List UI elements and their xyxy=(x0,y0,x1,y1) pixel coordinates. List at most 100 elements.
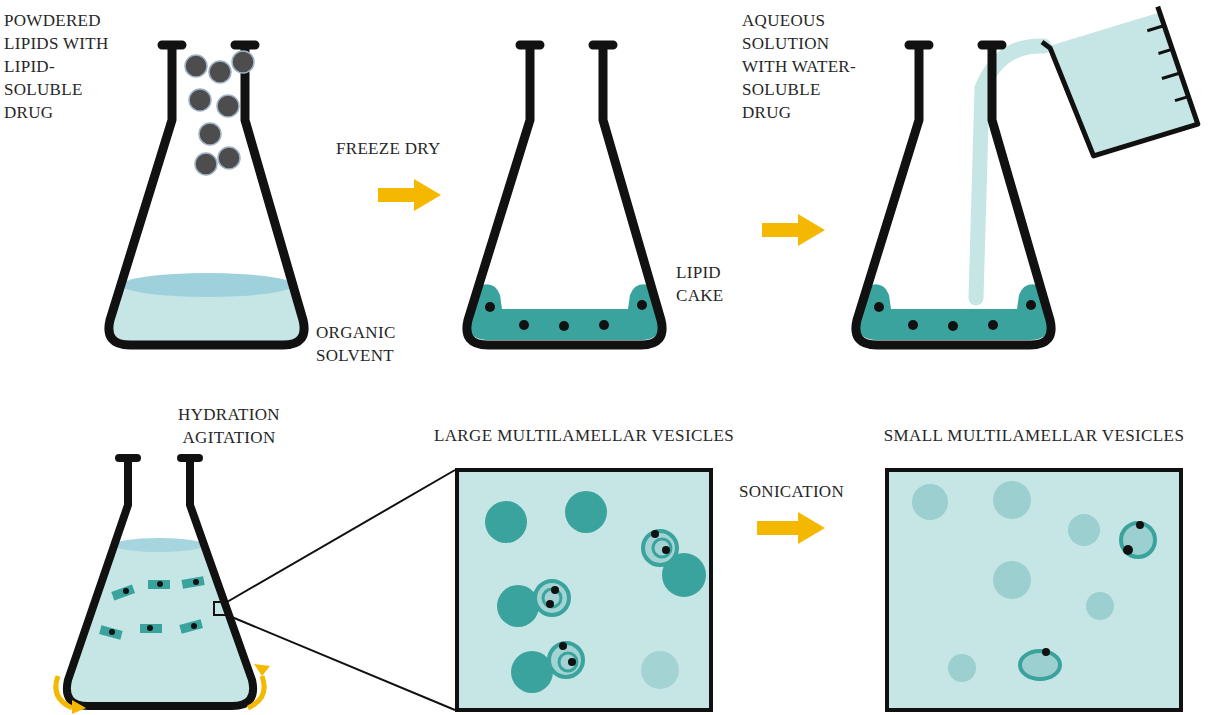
drawing-polygon xyxy=(72,700,86,714)
drawing-circle xyxy=(912,484,948,520)
drawing-rect xyxy=(148,580,170,589)
process-arrow xyxy=(757,512,825,544)
drawing-circle xyxy=(195,153,217,175)
drawing-path xyxy=(56,676,72,708)
drawing-ellipse xyxy=(122,273,294,297)
drawing-circle xyxy=(948,654,976,682)
drawing-rect xyxy=(757,521,799,535)
drawing-rect xyxy=(140,624,162,633)
drawing-path xyxy=(67,545,253,704)
lipid-powder xyxy=(185,51,254,175)
drawing-circle xyxy=(191,623,197,629)
drawing-path xyxy=(1042,5,1198,160)
drawing-circle xyxy=(123,588,129,594)
step-arrow xyxy=(762,214,825,246)
drawing-path xyxy=(1147,25,1188,103)
drawing-circle xyxy=(189,89,211,111)
panel-frame xyxy=(885,468,1183,712)
drawing-circle xyxy=(549,643,583,677)
drawing-circle xyxy=(232,51,254,73)
drawing-use xyxy=(858,284,1049,340)
drawing-circle xyxy=(209,61,231,83)
drawing-circle xyxy=(651,530,659,538)
drawing-use xyxy=(469,284,660,340)
step-label: POWDERED LIPIDS WITH LIPID-SOLUBLE DRUG xyxy=(4,10,122,125)
step-label: HYDRATION AGITATION xyxy=(170,404,288,450)
flask-cake xyxy=(467,45,662,345)
drawing-rect xyxy=(111,584,135,600)
drawing-circle xyxy=(993,561,1031,599)
drawing-circle xyxy=(193,579,199,585)
drawing-circle xyxy=(641,651,679,689)
panel-heading: SMALL MULTILAMELLAR VESICLES xyxy=(884,426,1185,446)
vesicle-panel: LARGE MULTILAMELLAR VESICLES xyxy=(455,426,713,712)
drawing-rect xyxy=(885,468,1183,712)
drawing-circle xyxy=(497,585,539,627)
drawing-circle xyxy=(1136,521,1144,529)
panel-heading: LARGE MULTILAMELLAR VESICLES xyxy=(434,426,734,446)
step-label: LIPID CAKE xyxy=(676,262,738,308)
drawing-path xyxy=(119,454,199,462)
arrow-label: SONICATION xyxy=(739,481,844,504)
flask-hydrate xyxy=(856,45,1051,345)
drawing-path xyxy=(67,458,253,706)
drawing-circle xyxy=(559,642,567,650)
small-vesicles xyxy=(912,481,1155,682)
drawing-use xyxy=(467,45,662,345)
step-label: AQUEOUS SOLUTION WITH WATER-SOLUBLE DRUG xyxy=(742,10,867,125)
panel-frame xyxy=(455,468,713,712)
drawing-circle xyxy=(551,586,559,594)
drawing-circle xyxy=(559,653,577,671)
drawing-path xyxy=(909,41,1002,50)
drawing-g xyxy=(109,579,199,635)
drawing-rect xyxy=(179,619,203,633)
drawing-circle xyxy=(199,123,221,145)
drawing-circle xyxy=(147,625,153,631)
drawing-circle xyxy=(217,95,239,117)
step-label: ORGANIC SOLVENT xyxy=(316,322,408,368)
drawing-circle xyxy=(511,651,553,693)
drawing-circle xyxy=(643,531,677,565)
drawing-circle xyxy=(485,501,527,543)
drawing-polygon xyxy=(1047,11,1197,157)
drawing-use xyxy=(109,45,304,345)
drawing-rect xyxy=(455,468,713,712)
vesicle-panel: SMALL MULTILAMELLAR VESICLES xyxy=(885,426,1183,712)
drawing-circle xyxy=(1068,514,1100,546)
drawing-path xyxy=(248,676,264,708)
flask-agitation xyxy=(56,458,455,714)
large-vesicles xyxy=(485,491,706,693)
drawing-polygon xyxy=(254,664,270,676)
drawing-circle xyxy=(568,658,576,666)
drawing-rect xyxy=(181,576,204,589)
drawing-circle xyxy=(993,481,1031,519)
beaker xyxy=(1042,5,1198,160)
drawing-rect xyxy=(99,625,123,639)
drawing-ellipse xyxy=(1020,651,1060,679)
drawing-use xyxy=(856,45,1051,345)
drawing-circle xyxy=(109,629,115,635)
drawing-path xyxy=(520,41,613,50)
drawing-polygon xyxy=(798,512,825,544)
flask-organic xyxy=(109,45,304,345)
drawing-circle xyxy=(1042,648,1050,656)
drawing-g xyxy=(99,576,205,640)
drawing-circle xyxy=(535,581,569,615)
drawing-circle xyxy=(546,600,554,608)
drawing-circle xyxy=(185,55,207,77)
drawing-circle xyxy=(565,491,607,533)
drawing-circle xyxy=(218,147,240,169)
step-label: FREEZE DRY xyxy=(336,138,456,161)
drawing-circle xyxy=(662,546,670,554)
drawing-ellipse xyxy=(114,538,204,552)
drawing-rect xyxy=(214,602,227,615)
drawing-circle xyxy=(157,581,163,587)
drawing-circle xyxy=(1123,545,1133,555)
drawing-path xyxy=(162,41,255,50)
drawing-path xyxy=(227,470,455,710)
drawing-circle xyxy=(1086,592,1114,620)
step-arrow xyxy=(378,179,441,211)
